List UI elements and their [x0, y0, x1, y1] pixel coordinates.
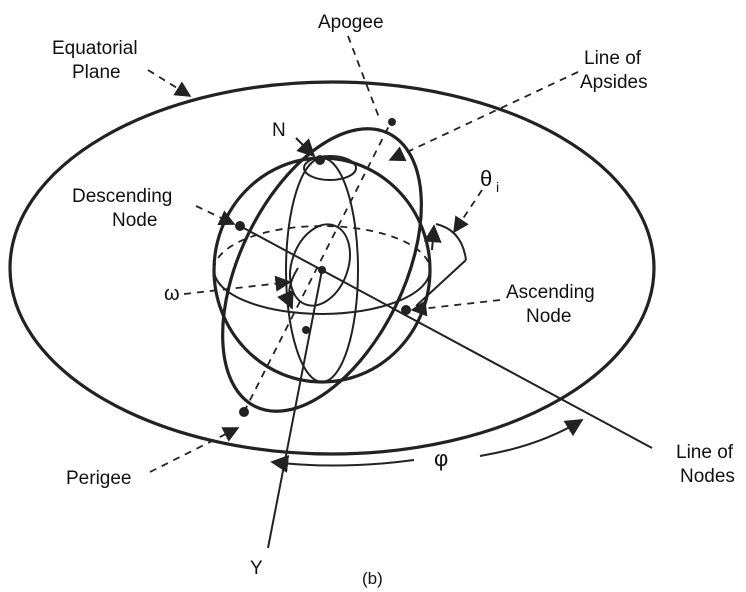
leader-omega [183, 275, 292, 295]
descending-node-dot [235, 221, 245, 231]
label-line-of-apsides-1: Line of [584, 48, 642, 69]
caption: (b) [362, 569, 383, 588]
label-equatorial-plane-2: Plane [72, 62, 121, 83]
label-omega: ω [164, 283, 180, 305]
label-line-of-nodes-2: Nodes [680, 466, 735, 487]
label-y-axis: Y [250, 558, 263, 579]
earth-equator-front [213, 269, 431, 315]
inclination-arc [435, 223, 467, 261]
leader-equatorial-plane [147, 69, 192, 97]
satellite-orbit [221, 127, 423, 413]
label-theta: θ [480, 166, 492, 191]
label-line-of-apsides-2: Apsides [580, 72, 648, 93]
line-of-nodes [239, 225, 653, 449]
label-line-of-nodes-1: Line of [676, 442, 734, 463]
label-phi: φ [434, 446, 448, 471]
label-theta-subscript: i [496, 179, 499, 195]
label-ascending-node-2: Node [526, 306, 571, 327]
north-pointer [295, 137, 316, 158]
inner-orbit-ellipse [289, 223, 351, 307]
label-north: N [272, 120, 286, 141]
label-equatorial-plane-1: Equatorial [52, 38, 138, 59]
equatorial-plane-ellipse [8, 80, 656, 456]
leader-ascending-node [410, 299, 501, 317]
north-pole-dot [315, 155, 325, 165]
label-ascending-node-1: Ascending [506, 282, 595, 303]
leader-apogee [347, 35, 381, 121]
earth-equator-back [213, 225, 431, 271]
label-perigee: Perigee [66, 468, 132, 489]
leader-perigee [149, 427, 240, 473]
leader-line-of-apsides [388, 71, 579, 162]
apogee-dot [388, 118, 396, 126]
orbit-direction-arrow [423, 224, 442, 251]
label-apogee: Apogee [318, 12, 384, 33]
center-dot [318, 266, 326, 274]
phi-arc-left [270, 454, 415, 473]
polar-cap [303, 155, 357, 181]
inner-node-dot [302, 326, 310, 334]
phi-arc-right [479, 419, 584, 457]
leader-theta [453, 189, 483, 234]
label-descending-node-1: Descending [72, 186, 172, 207]
inclination-reference [415, 259, 467, 307]
label-descending-node-2: Node [112, 210, 157, 231]
line-of-apsides [243, 119, 393, 413]
ascending-node-dot [401, 305, 411, 315]
y-axis-line [267, 269, 323, 549]
perigee-dot [239, 407, 249, 417]
